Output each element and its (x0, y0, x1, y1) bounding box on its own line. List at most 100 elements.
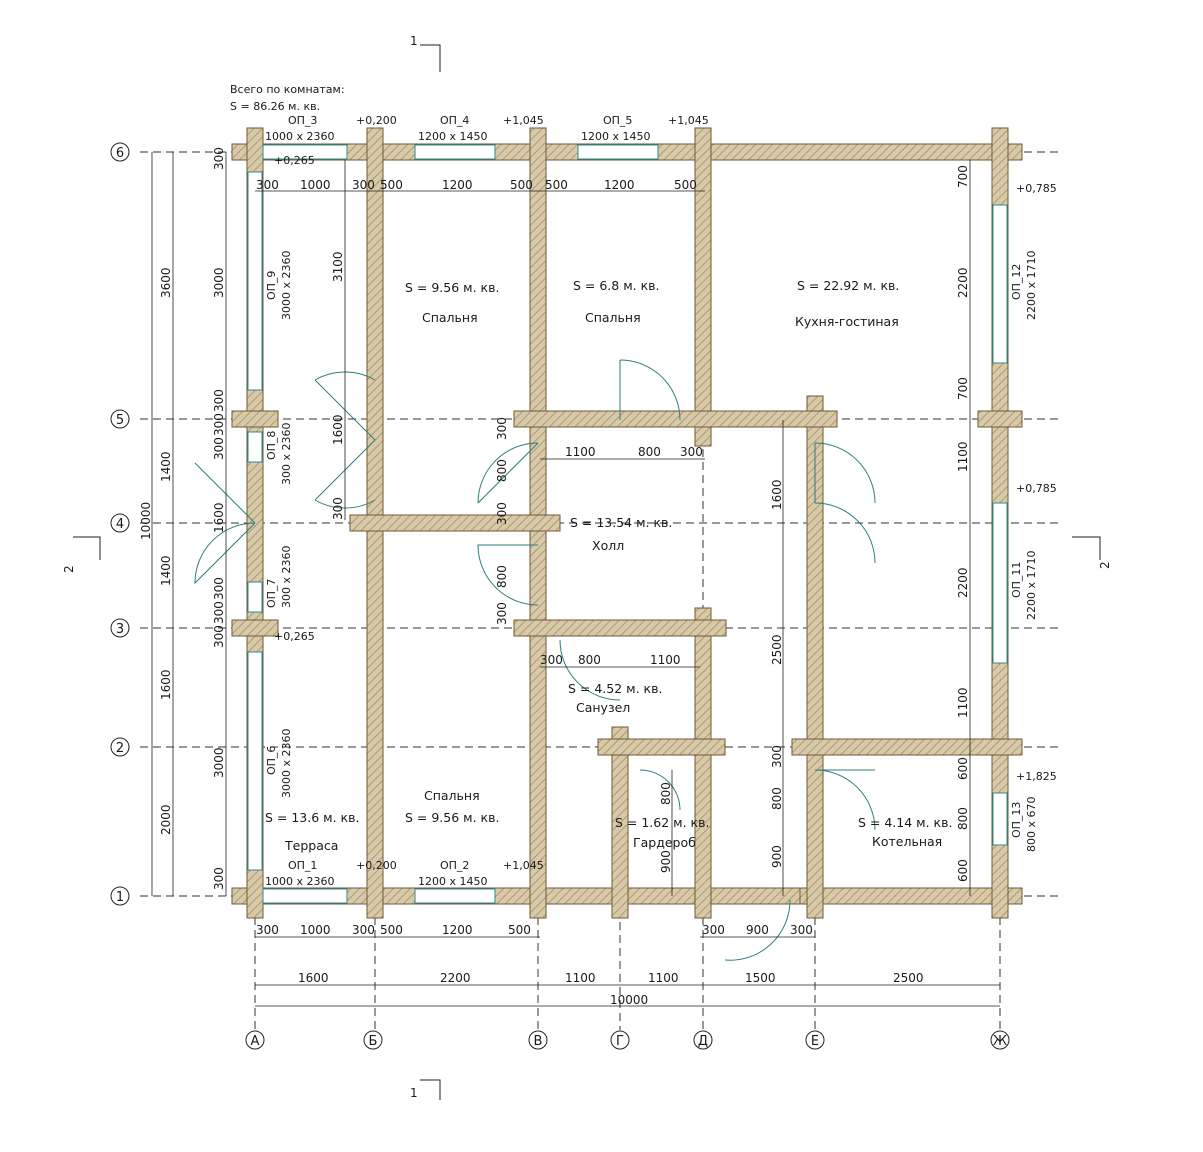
svg-text:500: 500 (510, 178, 533, 192)
svg-text:2: 2 (1098, 561, 1112, 569)
svg-text:Холл: Холл (592, 538, 624, 553)
svg-text:S = 6.8 м. кв.: S = 6.8 м. кв. (573, 278, 659, 293)
svg-text:S = 9.56 м. кв.: S = 9.56 м. кв. (405, 810, 499, 825)
axis-markers: А Б В Г Д Е Ж 1 2 3 4 5 6 (110, 142, 1010, 1050)
svg-text:1400: 1400 (159, 555, 173, 586)
svg-text:ОП_12: ОП_12 (1010, 264, 1023, 300)
svg-text:1: 1 (410, 34, 418, 48)
svg-text:Спальня: Спальня (424, 788, 480, 803)
svg-text:1000 x 2360: 1000 x 2360 (265, 875, 335, 888)
svg-text:300: 300 (680, 445, 703, 459)
svg-text:ОП_9: ОП_9 (265, 271, 278, 300)
svg-text:500: 500 (508, 923, 531, 937)
svg-text:500: 500 (674, 178, 697, 192)
svg-text:S = 13.6 м. кв.: S = 13.6 м. кв. (265, 810, 359, 825)
axis-col-d: Д (693, 1030, 713, 1050)
svg-text:Гардероб: Гардероб (633, 835, 696, 850)
svg-text:3000: 3000 (212, 747, 226, 778)
svg-text:S = 13.54 м. кв.: S = 13.54 м. кв. (570, 515, 672, 530)
svg-text:1000: 1000 (300, 178, 331, 192)
svg-text:ОП_7: ОП_7 (265, 579, 278, 608)
svg-text:700: 700 (956, 377, 970, 400)
svg-text:2: 2 (116, 741, 124, 756)
svg-text:600: 600 (956, 859, 970, 882)
svg-text:2200: 2200 (956, 567, 970, 598)
svg-text:ОП_11: ОП_11 (1010, 562, 1023, 598)
svg-text:2: 2 (62, 565, 76, 573)
room-wardrobe: S = 1.62 м. кв.Гардероб (615, 815, 709, 850)
svg-text:300: 300 (212, 867, 226, 890)
svg-text:2200: 2200 (956, 267, 970, 298)
svg-text:700: 700 (956, 165, 970, 188)
svg-text:+1,045: +1,045 (668, 114, 709, 127)
svg-text:ОП_8: ОП_8 (265, 431, 278, 460)
windows (247, 144, 1008, 904)
svg-text:300: 300 (212, 413, 226, 436)
svg-text:1000: 1000 (300, 923, 331, 937)
svg-text:300: 300 (331, 497, 345, 520)
svg-text:800: 800 (638, 445, 661, 459)
svg-text:1200 x 1450: 1200 x 1450 (418, 130, 488, 143)
svg-text:2200: 2200 (440, 971, 471, 985)
axis-row-3: 3 (110, 618, 130, 638)
svg-text:1000 x 2360: 1000 x 2360 (265, 130, 335, 143)
svg-text:1600: 1600 (770, 479, 784, 510)
svg-text:800: 800 (659, 782, 673, 805)
svg-text:1600: 1600 (331, 414, 345, 445)
room-terrace: S = 13.6 м. кв.Терраса (265, 810, 359, 853)
svg-text:1600: 1600 (212, 502, 226, 533)
svg-text:Кухня-гостиная: Кухня-гостиная (795, 314, 899, 329)
summary-title: Всего по комнатам: (230, 83, 345, 96)
axis-col-b: Б (363, 1030, 383, 1050)
axis-row-5: 5 (110, 409, 130, 429)
svg-text:1600: 1600 (298, 971, 329, 985)
svg-text:5: 5 (116, 413, 124, 428)
svg-text:300: 300 (352, 923, 375, 937)
svg-text:1100: 1100 (956, 687, 970, 718)
svg-text:Е: Е (811, 1034, 819, 1049)
svg-text:300: 300 (212, 601, 226, 624)
svg-text:600: 600 (956, 757, 970, 780)
axis-col-v: В (528, 1030, 548, 1050)
svg-text:800: 800 (495, 565, 509, 588)
axis-row-4: 4 (110, 513, 130, 533)
svg-text:1100: 1100 (956, 441, 970, 472)
svg-text:900: 900 (770, 845, 784, 868)
axis-row-1: 1 (110, 886, 130, 906)
svg-text:ОП_2: ОП_2 (440, 859, 469, 872)
svg-text:300 x 2360: 300 x 2360 (280, 423, 293, 486)
svg-text:ОП_6: ОП_6 (265, 746, 278, 775)
axis-col-e: Е (805, 1030, 825, 1050)
svg-text:1500: 1500 (745, 971, 776, 985)
room-kitchen: S = 22.92 м. кв. Кухня-гостиная (795, 278, 899, 329)
room-bedroom-1: S = 9.56 м. кв.Спальня (405, 280, 499, 325)
section-marks: 1 1 2 2 (62, 34, 1112, 1100)
svg-text:800: 800 (956, 807, 970, 830)
svg-text:+1,045: +1,045 (503, 859, 544, 872)
svg-text:2500: 2500 (770, 634, 784, 665)
room-bathroom: S = 4.52 м. кв.Санузел (568, 681, 662, 715)
svg-text:800: 800 (495, 459, 509, 482)
svg-text:10000: 10000 (139, 502, 153, 540)
svg-text:S = 22.92 м. кв.: S = 22.92 м. кв. (797, 278, 899, 293)
svg-text:500: 500 (545, 178, 568, 192)
room-boiler: S = 4.14 м. кв.Котельная (858, 815, 952, 849)
svg-text:ОП_4: ОП_4 (440, 114, 469, 127)
dimension-lines (151, 152, 1000, 1007)
svg-text:+1,045: +1,045 (503, 114, 544, 127)
svg-text:2500: 2500 (893, 971, 924, 985)
svg-text:6: 6 (116, 146, 124, 161)
svg-text:+0,200: +0,200 (356, 859, 397, 872)
svg-text:900: 900 (659, 850, 673, 873)
svg-text:S = 4.52 м. кв.: S = 4.52 м. кв. (568, 681, 662, 696)
svg-text:+0,265: +0,265 (274, 154, 315, 167)
svg-text:300: 300 (790, 923, 813, 937)
svg-text:2200 x 1710: 2200 x 1710 (1025, 251, 1038, 321)
dimension-texts: 300 1000 300 500 1200 500 500 1200 500 3… (139, 147, 970, 1007)
svg-text:900: 900 (746, 923, 769, 937)
svg-text:300: 300 (256, 923, 279, 937)
svg-text:800 x 670: 800 x 670 (1025, 797, 1038, 853)
axis-col-a: А (245, 1030, 265, 1050)
summary-area: S = 86.26 м. кв. (230, 100, 320, 113)
